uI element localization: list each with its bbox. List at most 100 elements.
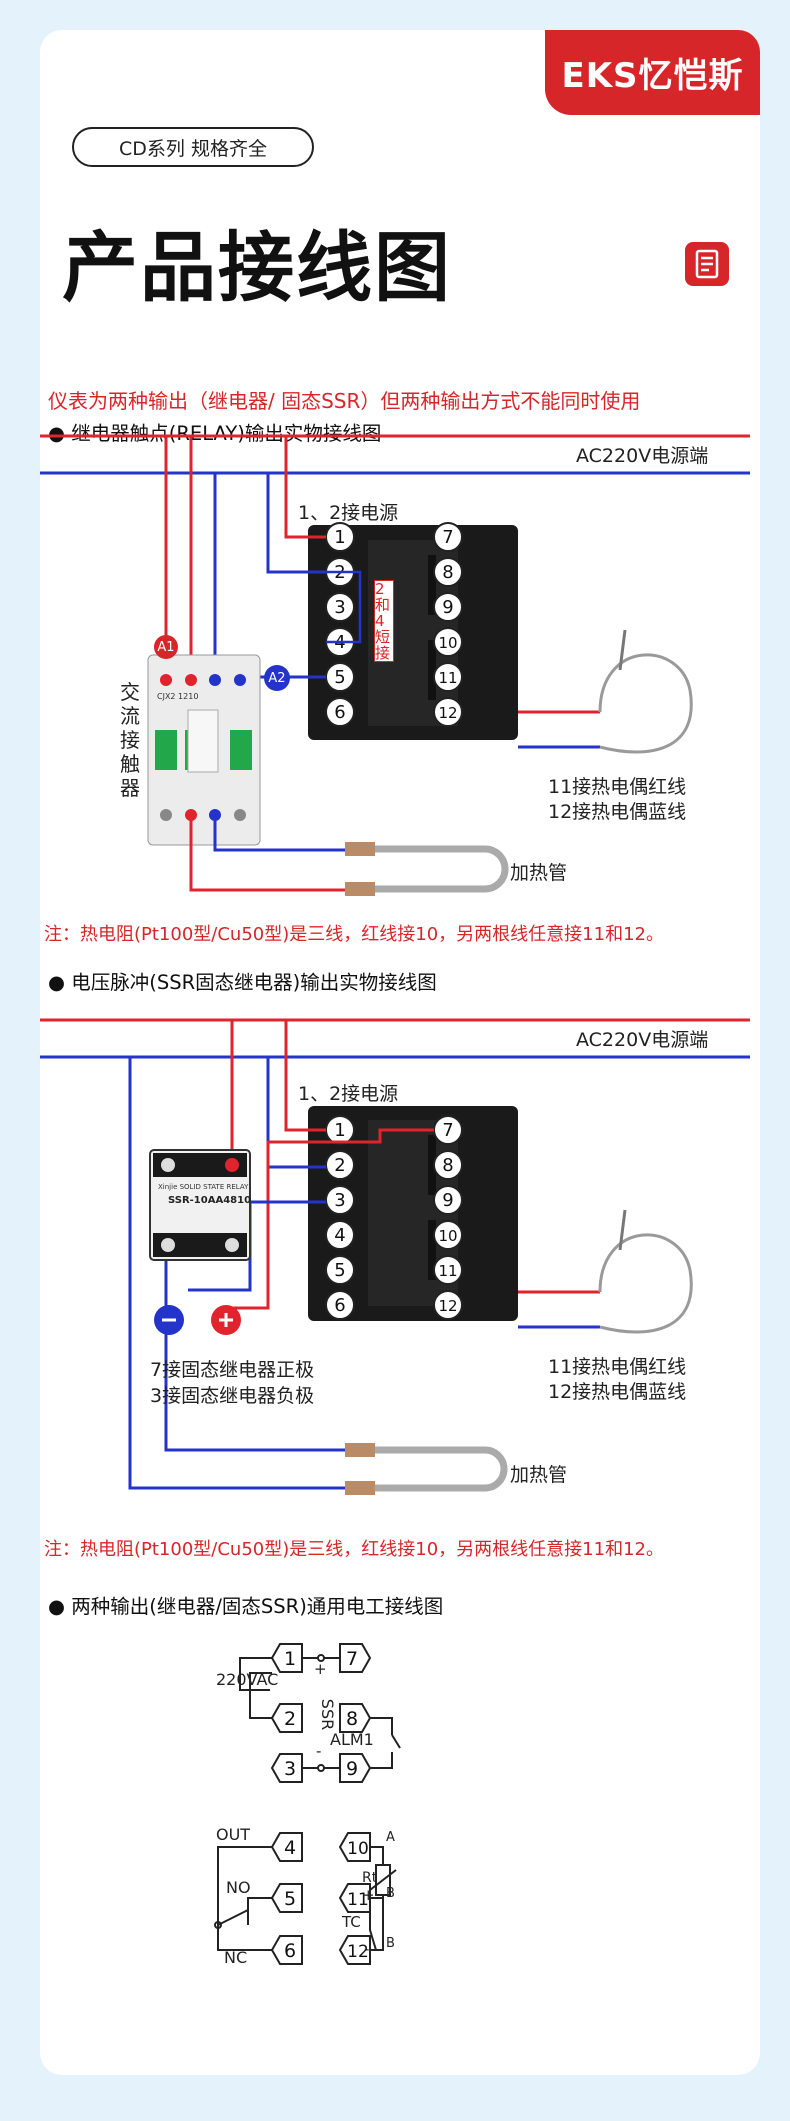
short-2-4-wire (326, 570, 362, 644)
heater-tube (345, 842, 509, 896)
svg-text:9: 9 (346, 1758, 358, 1780)
schematic-heading: ● 两种输出(继电器/固态SSR)通用电工接线图 (48, 1595, 444, 1618)
schem-nc: NC (224, 1948, 248, 1967)
svg-text:7: 7 (442, 1120, 453, 1141)
pin7-positive-wire (226, 1128, 434, 1310)
schem-ssr: SSR (318, 1698, 338, 1731)
terminal-1: 1 (325, 1115, 355, 1145)
svg-text:8: 8 (442, 562, 453, 583)
ssr-neg-note: 3接固态继电器负极 (150, 1385, 315, 1407)
svg-text:10: 10 (347, 1839, 369, 1859)
schem-terminal-5: 5 (270, 1883, 303, 1913)
schem-terminal-8: 8 (339, 1703, 372, 1733)
series-badge-text: CD系列 规格齐全 (119, 137, 267, 160)
schem-a: A (386, 1830, 395, 1845)
thermocouple-probe-2 (598, 1233, 693, 1334)
terminal-6: 6 (325, 1290, 355, 1320)
schem-terminal-2: 2 (270, 1703, 303, 1733)
schem-terminal-3: 3 (270, 1753, 303, 1783)
schem-tc: TC (342, 1913, 361, 1931)
terminal-6: 6 (325, 697, 355, 727)
relay-heater-label: 加热管 (510, 862, 568, 884)
svg-text:1: 1 (334, 1120, 345, 1141)
svg-text:3: 3 (284, 1758, 296, 1780)
svg-text:12: 12 (347, 1942, 369, 1962)
ssr-heading: ● 电压脉冲(SSR固态继电器)输出实物接线图 (48, 971, 437, 994)
ssr-pin1-wire (284, 1020, 326, 1132)
svg-text:2: 2 (334, 1155, 345, 1176)
terminal-10: 10 (433, 627, 463, 657)
contactor-label: 交流接触器 (120, 680, 140, 800)
svg-text:9: 9 (442, 597, 453, 618)
relay-power-note: 1、2接电源 (298, 502, 399, 524)
svg-text:11: 11 (438, 1262, 457, 1280)
schem-tc-minus: - (364, 1940, 370, 1958)
schem-tc-plus: + (362, 1886, 375, 1904)
svg-text:12: 12 (438, 1297, 457, 1315)
ssr-tc-red-note: 11接热电偶红线 (548, 1356, 687, 1378)
output-warning: 仪表为两种输出（继电器/ 固态SSR）但两种输出方式不能同时使用 (48, 389, 641, 413)
svg-text:6: 6 (334, 1295, 345, 1316)
schem-terminal-7: 7 (339, 1643, 372, 1673)
schem-terminal-1: 1 (270, 1643, 303, 1673)
schem-alm: ALM1 (330, 1730, 374, 1749)
schem-vac: 220VAC (216, 1670, 279, 1689)
relay-note: 注：热电阻(Pt100型/Cu50型)是三线，红线接10，另两根线任意接11和1… (44, 924, 664, 945)
schem-no: NO (226, 1878, 251, 1897)
svg-text:6: 6 (334, 702, 345, 723)
svg-text:4: 4 (334, 1225, 345, 1246)
schem-b2: B (386, 1936, 395, 1951)
terminal-11: 11 (433, 662, 463, 692)
svg-text:1: 1 (284, 1648, 296, 1670)
svg-text:2: 2 (284, 1708, 296, 1730)
terminal-11: 11 (433, 1255, 463, 1285)
ssr-tc-blue-note: 12接热电偶蓝线 (548, 1381, 687, 1403)
terminal-7: 7 (433, 1115, 463, 1145)
svg-text:7: 7 (346, 1648, 358, 1670)
ssr-brand: Xinjie SOLID STATE RELAY (158, 1183, 249, 1191)
a1-marker: A1 (154, 635, 178, 659)
svg-text:1: 1 (334, 527, 345, 548)
terminal-8: 8 (433, 557, 463, 587)
relay-tc-blue-note: 12接热电偶蓝线 (548, 797, 686, 824)
heater2-ssr-wire (164, 1220, 345, 1452)
terminal-3: 3 (325, 592, 355, 622)
ssr-power-label: AC220V电源端 (576, 1029, 709, 1051)
short-2-4-note: 2和4短接 (374, 580, 394, 662)
brand-logo: EKS忆恺斯 (545, 30, 760, 115)
svg-text:3: 3 (334, 1190, 345, 1211)
heater2-blue-wire (128, 1057, 345, 1490)
terminal-2: 2 (325, 1150, 355, 1180)
schem-terminal-4: 4 (270, 1832, 303, 1862)
terminal-9: 9 (433, 1185, 463, 1215)
terminal-9: 9 (433, 592, 463, 622)
terminal-10: 10 (433, 1220, 463, 1250)
series-badge: CD系列 规格齐全 (72, 127, 314, 167)
contactor (147, 654, 261, 846)
ssr-note: 注：热电阻(Pt100型/Cu50型)是三线，红线接10，另两根线任意接11和1… (44, 1539, 664, 1560)
svg-text:3: 3 (334, 597, 345, 618)
relay-power-label: AC220V电源端 (576, 445, 709, 467)
relay-tc-red-text: 11接热电偶红线 (548, 776, 687, 798)
schem-b1: B (386, 1886, 395, 1901)
svg-text:7: 7 (442, 527, 453, 548)
schem-plus: + (314, 1660, 327, 1678)
terminal-5: 5 (325, 662, 355, 692)
relay-heading: ● 继电器触点(RELAY)输出实物接线图 (48, 422, 382, 445)
ssr-heater-label: 加热管 (510, 1464, 568, 1486)
svg-text:10: 10 (438, 634, 457, 652)
terminal-7: 7 (433, 522, 463, 552)
document-icon (685, 242, 729, 286)
schem-rt: Rt (362, 1870, 378, 1886)
ssr-pos-note: 7接固态继电器正极 (150, 1359, 315, 1381)
schem-out: OUT (216, 1825, 251, 1844)
svg-text:11: 11 (438, 669, 457, 687)
relay-tc-red-note: 11接热电偶红线 (548, 772, 686, 799)
heater-tube-2 (345, 1443, 508, 1495)
terminal-5: 5 (325, 1255, 355, 1285)
ssr-model: SSR-10AA4810 (168, 1195, 252, 1206)
thermocouple-probe (598, 653, 693, 754)
svg-text:9: 9 (442, 1190, 453, 1211)
schem-terminal-6: 6 (270, 1935, 303, 1965)
terminal-3: 3 (325, 1185, 355, 1215)
